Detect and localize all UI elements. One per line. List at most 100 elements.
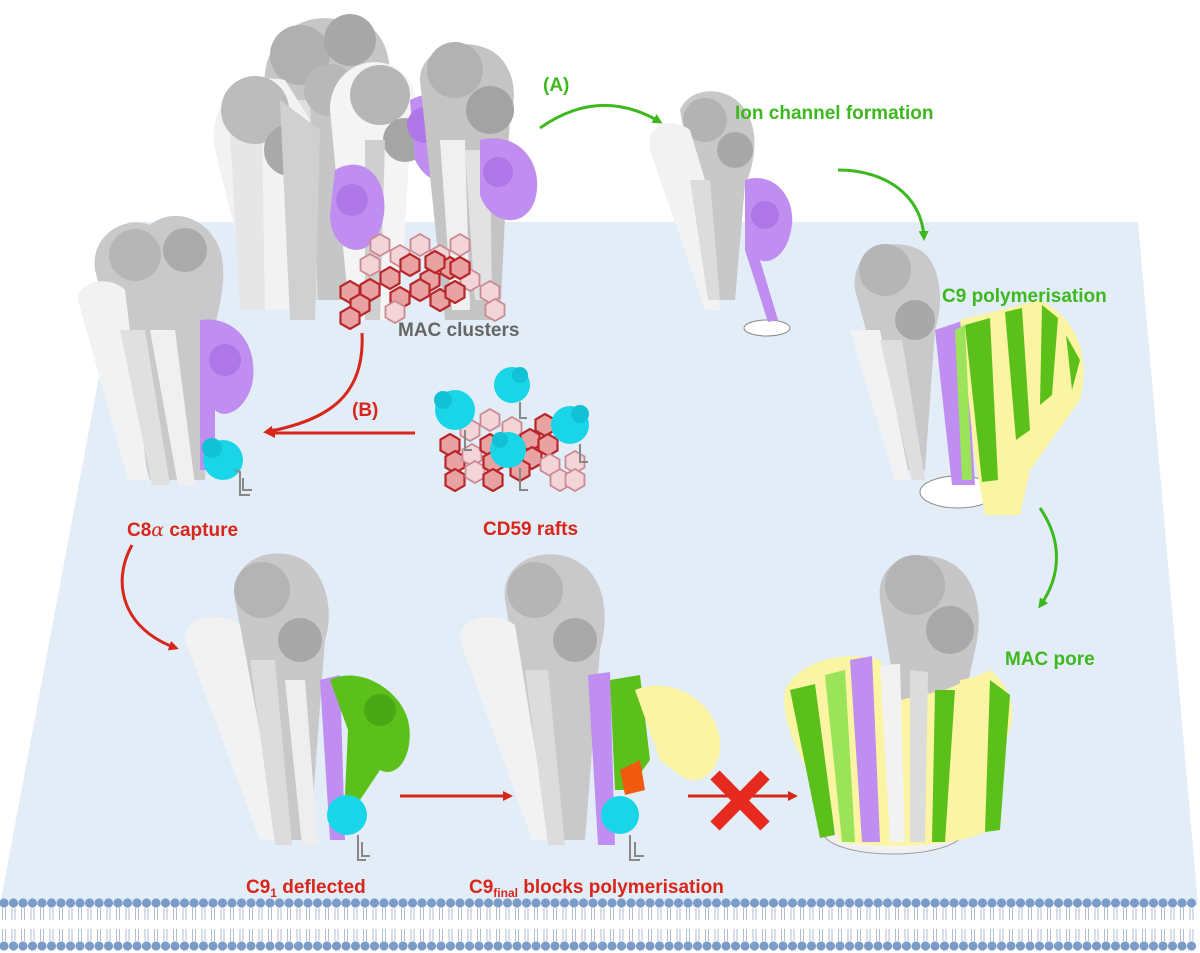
raft-hexagon [444, 280, 466, 304]
lipid-head [1053, 941, 1064, 951]
lipid-head [673, 898, 684, 908]
lipid-tail [21, 908, 25, 920]
lipid-tail [59, 908, 63, 920]
lipid-tail [1028, 929, 1032, 941]
lipid-head [1167, 898, 1178, 908]
lipid-tail [914, 908, 918, 920]
lipid-head [1101, 941, 1111, 951]
lipid-tail [1066, 908, 1070, 920]
lipid-tail [78, 929, 82, 941]
lipid-tail [211, 929, 215, 941]
lipid-tail [382, 929, 386, 941]
lipid-tail [724, 929, 728, 941]
lipid-tail [676, 929, 681, 941]
lipid-head [493, 898, 503, 908]
lipid-head [1006, 898, 1016, 908]
lipid-head [379, 898, 389, 908]
c9-final-prefix: C9 [469, 877, 494, 898]
lipid-tail [182, 929, 187, 941]
lipid-head [464, 898, 475, 908]
lipid-tail [230, 929, 234, 941]
lipid-tail [420, 929, 424, 941]
lipid-head [322, 941, 332, 951]
lipid-head [768, 898, 779, 908]
lipid-tail [914, 929, 918, 941]
lipid-head [911, 898, 921, 908]
lipid-head [711, 898, 722, 908]
lipid-head [892, 898, 902, 908]
lipid-tail [923, 908, 928, 920]
lipid-tail [106, 929, 111, 941]
lipid-head [284, 941, 294, 951]
lipid-bilayer-icon [0, 898, 1197, 951]
lipid-tail [971, 908, 975, 920]
lipid-head [274, 941, 285, 951]
lipid-head [920, 941, 931, 951]
lipid-head [835, 898, 845, 908]
lipid-tail [743, 929, 747, 941]
lipid-tail [1066, 929, 1070, 941]
lipid-tail [619, 929, 624, 941]
lipid-tail [667, 908, 671, 920]
lipid-head [531, 941, 541, 951]
lipid-head [616, 941, 627, 951]
lipid-head [84, 898, 95, 908]
raft-hexagon [449, 256, 471, 280]
lipid-tail [496, 908, 500, 920]
lipid-head [75, 941, 85, 951]
lipid-head [0, 941, 9, 951]
lipid-tail [847, 929, 852, 941]
raft-hexagon [479, 408, 501, 432]
lipid-head [246, 941, 256, 951]
lipid-tail [135, 929, 139, 941]
lipid-tail [667, 929, 671, 941]
lipid-head [1139, 941, 1149, 951]
lipid-tail [648, 908, 652, 920]
lipid-tail [1028, 908, 1032, 920]
mac-cluster-complexes [213, 14, 538, 321]
lipid-head [350, 941, 361, 951]
lipid-tail [942, 929, 947, 941]
lipid-head [749, 941, 760, 951]
lipid-tail [220, 908, 225, 920]
lipid-tail [135, 908, 139, 920]
lipid-tail [1075, 929, 1080, 941]
lipid-tail [1113, 929, 1118, 941]
lipid-tail [125, 908, 130, 920]
lipid-tail [363, 929, 367, 941]
lipid-head [198, 898, 209, 908]
lipid-head [217, 898, 228, 908]
ion-channel-label: Ion channel formation [735, 103, 934, 124]
lipid-tail [1085, 929, 1089, 941]
lipid-tail [781, 908, 785, 920]
lipid-head [293, 898, 304, 908]
lipid-head [255, 941, 266, 951]
lipid-tail [819, 908, 823, 920]
lipid-head [901, 941, 912, 951]
lipid-tail [1075, 908, 1080, 920]
lipid-tail [885, 908, 890, 920]
lipid-head [1148, 898, 1159, 908]
lipid-head [312, 941, 323, 951]
lipid-tail [524, 929, 529, 941]
lipid-tail [1009, 929, 1013, 941]
lipid-tail [106, 908, 111, 920]
lipid-head [911, 941, 921, 951]
lipid-head [569, 898, 579, 908]
lipid-head [702, 941, 712, 951]
lipid-tail [1037, 908, 1042, 920]
lipid-tail [1151, 929, 1156, 941]
lipid-tail [505, 908, 510, 920]
c9-final-sub: final [493, 886, 518, 900]
lipid-tail [686, 908, 690, 920]
lipid-tail [1123, 929, 1127, 941]
lipid-tail [838, 929, 842, 941]
lipid-head [27, 941, 38, 951]
lipid-head [160, 941, 171, 951]
mac-pore-label: MAC pore [1005, 649, 1095, 670]
lipid-head [436, 941, 446, 951]
lipid-tail [809, 929, 814, 941]
lipid-tail [1018, 929, 1023, 941]
lipid-head [1006, 941, 1016, 951]
